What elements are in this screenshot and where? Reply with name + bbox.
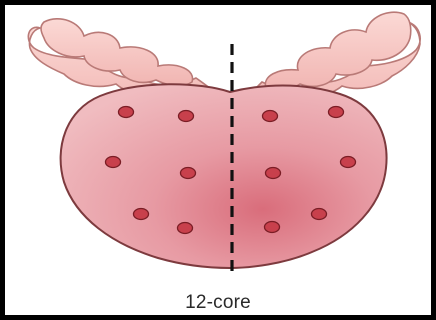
core-right-2-1: [266, 168, 281, 179]
core-left-3-1: [134, 209, 149, 220]
core-left-2-1: [106, 157, 121, 168]
core-right-3-1: [265, 222, 280, 233]
core-left-3-2: [178, 223, 193, 234]
core-right-1-1: [263, 111, 278, 122]
core-right-2-2: [341, 157, 356, 168]
core-left-1-1: [119, 107, 134, 118]
core-right-3-2: [312, 209, 327, 220]
core-left-1-2: [179, 111, 194, 122]
core-right-1-2: [329, 107, 344, 118]
biopsy-scheme-label: 12-core: [0, 292, 436, 314]
core-left-2-2: [181, 168, 196, 179]
